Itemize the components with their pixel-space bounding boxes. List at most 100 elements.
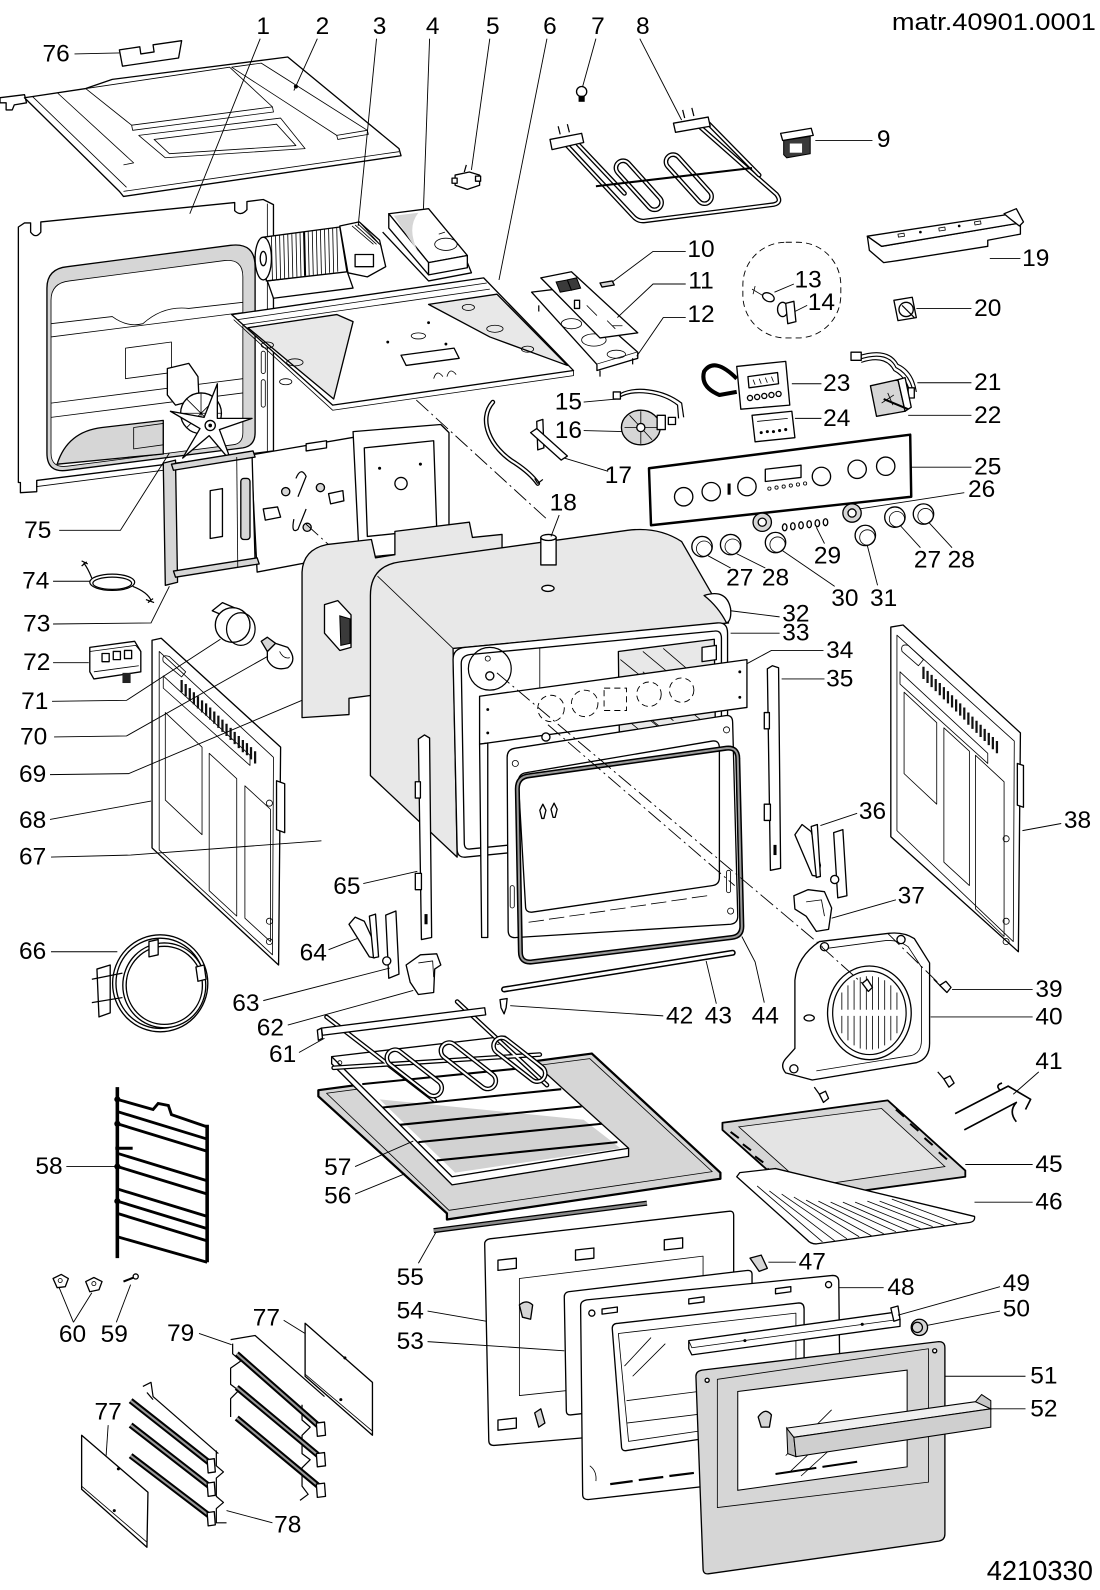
leader-line-61 [298,1037,325,1053]
part-rear-bracket-plate [250,423,450,573]
part-back-panel [17,198,275,494]
part-grill-heating-element [549,107,782,224]
callout-34: 34 [826,637,853,664]
leader-line-7 [582,38,597,87]
leader-line-27a [707,555,731,569]
assembly-line-vent-tube [416,399,549,521]
callout-12: 12 [687,301,714,328]
part-bracket-channel [162,450,260,586]
callout-27-right: 27 [914,546,941,573]
assembly-line-rear-plate [305,523,329,545]
callout-5: 5 [486,13,500,40]
leader-line-30 [782,550,835,587]
callout-13: 13 [795,266,822,293]
leader-line-31 [866,545,878,586]
callout-49: 49 [1003,1270,1030,1297]
callout-77-left: 77 [95,1398,122,1425]
part-telescopic-runners-left [128,1381,227,1527]
part-door-gasket [514,745,745,965]
callout-41: 41 [1035,1048,1062,1075]
callout-36: 36 [859,798,886,825]
callout-4: 4 [426,13,440,40]
leader-line-65 [363,870,418,885]
callout-74: 74 [22,568,49,595]
callout-24: 24 [823,405,850,432]
leader-line-16 [583,430,623,433]
part-screws [813,978,955,1104]
part-hinge-left [348,913,380,959]
part-hinge-right [794,823,848,899]
callout-46: 46 [1035,1189,1062,1216]
callout-76: 76 [43,40,70,67]
callout-11: 11 [688,267,713,294]
callout-59: 59 [101,1321,128,1348]
part-group-13-14 [742,241,842,339]
callout-77-right: 77 [253,1305,280,1332]
part-door-bumper [910,1318,929,1337]
callout-32: 32 [782,600,809,627]
callout-10: 10 [687,236,714,263]
callout-55: 55 [397,1264,424,1291]
callout-6: 6 [543,13,557,40]
callout-38: 38 [1064,807,1091,834]
leader-line-63 [263,967,390,1002]
part-temperature-probe [483,399,569,486]
callout-44: 44 [752,1002,779,1029]
callout-20: 20 [974,295,1001,322]
part-circular-heating-element [91,934,209,1033]
callout-50: 50 [1003,1296,1030,1323]
callout-31: 31 [870,585,897,612]
callout-21: 21 [974,369,1001,396]
leader-line-77b [105,1425,109,1456]
callout-60: 60 [59,1321,86,1348]
part-wiring-and-switch [850,351,917,417]
leader-line-2 [293,38,318,91]
part-hinge-bracket-left [381,910,400,979]
part-rear-fan-cover [781,932,931,1081]
leader-line-36 [820,812,858,826]
callout-54: 54 [397,1298,424,1325]
leader-line-18 [550,514,560,537]
callout-1: 1 [256,13,270,40]
callout-66: 66 [19,938,46,965]
leader-line-54 [427,1310,487,1322]
callout-30: 30 [831,585,858,612]
callout-75: 75 [24,517,51,544]
leader-line-77a [283,1319,306,1334]
callout-3: 3 [373,13,387,40]
leader-line-38 [1022,823,1062,832]
part-front-frame-plate [478,658,748,939]
callout-45: 45 [1035,1151,1062,1178]
callout-69: 69 [19,761,46,788]
part-hinge-support-left [405,953,442,996]
part-hinge-support-right [793,889,833,933]
leader-line-78 [226,1510,273,1524]
part-wire-hook [954,1082,1032,1131]
callout-33: 33 [782,620,809,647]
callout-39: 39 [1035,976,1062,1003]
part-timer [701,360,791,410]
leader-line-29 [815,527,825,544]
leader-line-50 [927,1310,1001,1326]
part-control-panel [647,433,913,527]
leader-line-32 [730,610,780,618]
leader-line-69 [49,699,303,776]
part-grill-plate [330,1035,630,1186]
part-oven-lamp [260,636,294,670]
callout-28-left: 28 [762,565,789,592]
callout-14: 14 [808,289,835,316]
callout-68: 68 [19,807,46,834]
callout-65: 65 [333,873,360,900]
part-timer-panel [751,410,796,443]
callout-16: 16 [555,417,582,444]
leader-line-5 [470,38,491,171]
part-rod-screw [499,997,508,1015]
part-top-cover [0,56,402,198]
part-cooling-fan-motor [254,221,387,299]
part-control-bracket [866,208,1025,264]
callout-72: 72 [23,649,50,676]
assembly-line-fan-screw-2 [821,946,863,984]
part-right-side-panel [890,624,1025,953]
part-right-rail [763,665,782,871]
